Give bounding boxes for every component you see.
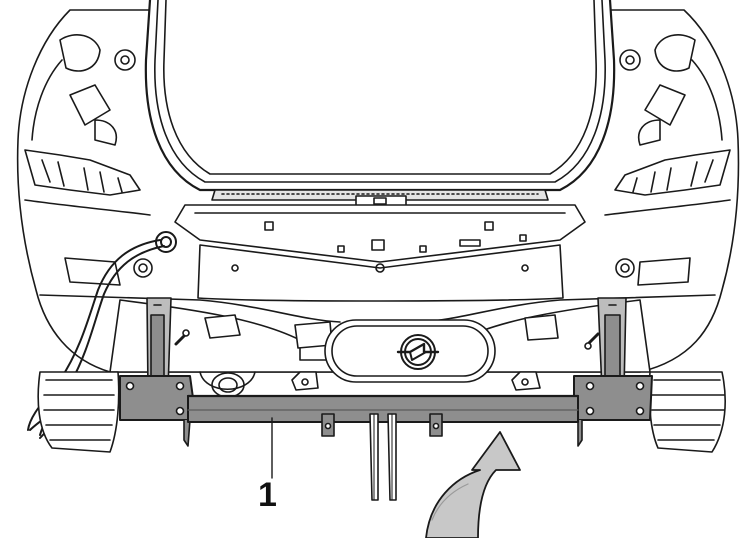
body-detail-left — [59, 34, 136, 146]
right-mount-hole — [615, 258, 635, 278]
install-direction-arrow-icon — [425, 431, 521, 538]
exhaust-tip — [199, 371, 256, 398]
bolt-left — [174, 329, 190, 346]
tailgate-opening — [144, 0, 616, 207]
left-mount-hole — [133, 258, 153, 278]
vehicle-emblem-icon — [396, 334, 440, 370]
bolt-right — [584, 332, 600, 350]
left-lamp-cluster — [24, 149, 141, 196]
callout-label-1: 1 — [258, 476, 277, 514]
body-detail-right — [619, 34, 696, 146]
license-plate-recess — [197, 244, 564, 302]
left-side-bracket — [146, 297, 172, 391]
left-tire — [37, 371, 120, 453]
tow-bar-crossmember — [119, 375, 653, 501]
right-tire — [648, 371, 726, 453]
lower-underbody — [109, 299, 651, 383]
upper-bumper-strip — [174, 204, 586, 263]
right-lamp-cluster — [614, 149, 731, 196]
